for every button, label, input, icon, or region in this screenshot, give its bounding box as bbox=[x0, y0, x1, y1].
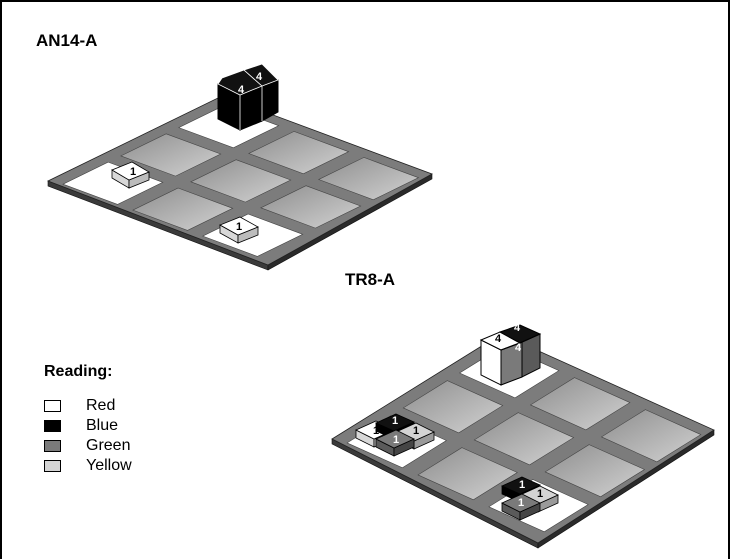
board-cell-gray bbox=[260, 185, 362, 229]
board-an14a: 44 1 1 bbox=[46, 63, 433, 271]
stack-red-left bbox=[111, 161, 150, 189]
legend-label: Blue bbox=[86, 417, 119, 434]
legend-item-green: Green bbox=[44, 436, 132, 456]
block-label: 1 bbox=[373, 425, 379, 437]
block-face-top bbox=[219, 216, 259, 236]
legend-label: Green bbox=[86, 437, 131, 454]
legend-label: Yellow bbox=[86, 457, 132, 474]
block-label: 1 bbox=[130, 166, 136, 178]
board-cell-gray bbox=[190, 159, 292, 203]
board-cell-gray bbox=[248, 131, 350, 175]
board-cell-gray bbox=[544, 444, 646, 498]
board-cell-gray bbox=[600, 409, 702, 463]
legend-swatch-green bbox=[44, 440, 61, 452]
board-cell-gray bbox=[402, 380, 504, 434]
block-face-top bbox=[111, 161, 150, 181]
board-title-tr8a: TR8-A bbox=[345, 270, 396, 289]
block-face-top bbox=[243, 63, 279, 87]
stack-red-front bbox=[219, 216, 259, 244]
block-label: 1 bbox=[537, 488, 543, 500]
block-label: 1 bbox=[393, 434, 399, 446]
block-green bbox=[375, 429, 415, 457]
board-cell-gray bbox=[473, 412, 575, 466]
block-face-top bbox=[375, 429, 415, 449]
block-face-side bbox=[261, 79, 279, 122]
legend-label: Red bbox=[86, 397, 116, 414]
block-label: 1 bbox=[413, 425, 419, 437]
block-label: 4 bbox=[514, 322, 521, 334]
block-label: 1 bbox=[392, 415, 398, 427]
legend-title: Reading: bbox=[44, 363, 113, 380]
board-cell-gray bbox=[317, 157, 420, 201]
stack-blue-tall: 44 bbox=[217, 63, 279, 131]
board-cell-gray bbox=[120, 133, 222, 177]
block-label: 1 bbox=[236, 221, 242, 233]
board-cell-gray bbox=[417, 447, 518, 501]
block-label: 4 bbox=[256, 71, 263, 83]
block-face-top bbox=[501, 476, 541, 495]
block-label: 4 bbox=[495, 333, 502, 345]
block-green bbox=[501, 493, 541, 521]
board-cell-gray bbox=[132, 187, 234, 231]
board-title-an14a: AN14-A bbox=[36, 31, 98, 50]
block-label: 4 bbox=[238, 84, 245, 96]
block-face-top bbox=[501, 493, 541, 513]
legend-item-red: Red bbox=[44, 396, 132, 416]
block-label: 1 bbox=[518, 497, 524, 509]
legend-swatch-blue bbox=[44, 420, 61, 432]
legend-item-blue: Blue bbox=[44, 416, 132, 436]
legend-item-yellow: Yellow bbox=[44, 456, 132, 476]
legend: Reading: Red Blue Green Yellow bbox=[44, 363, 132, 476]
board-cell-gray bbox=[529, 377, 631, 431]
legend-swatch-red bbox=[44, 400, 61, 412]
stack-tall-mixed: 444 bbox=[479, 322, 542, 386]
block-label: 1 bbox=[519, 479, 525, 491]
block-label: 4 bbox=[515, 342, 522, 354]
block-face-top-green bbox=[500, 333, 541, 351]
legend-swatch-yellow bbox=[44, 460, 61, 472]
